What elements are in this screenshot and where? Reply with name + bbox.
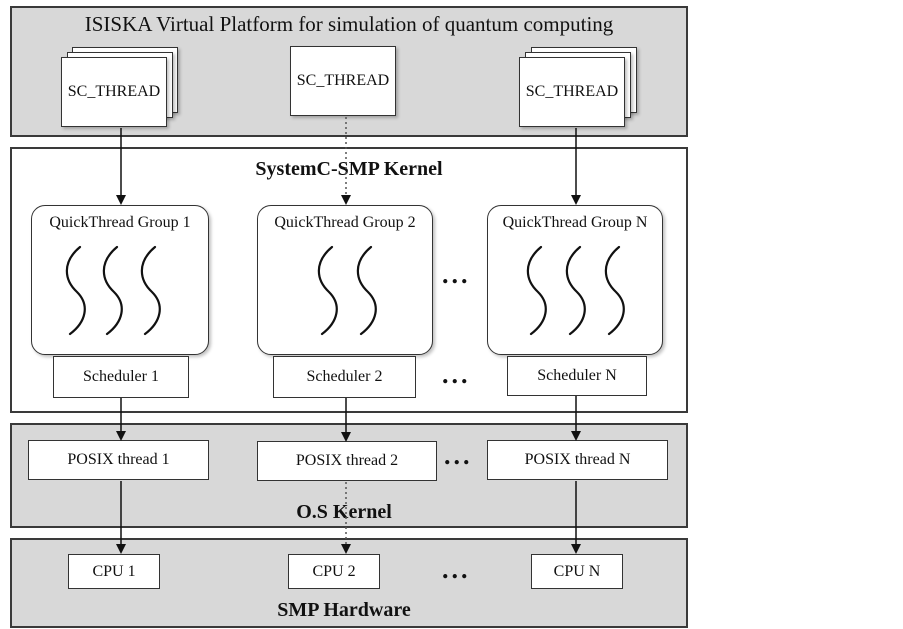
thread-wave-icons-group-n: [526, 245, 625, 336]
thread-wave-icons-group-1: [65, 245, 161, 336]
ellipsis-cpus: ...: [442, 555, 471, 584]
thread-wave-icons-group-2: [317, 245, 377, 336]
posix-thread-1: POSIX thread 1: [28, 440, 209, 480]
cpu-n: CPU N: [531, 554, 623, 589]
os-kernel-title: O.S Kernel: [296, 501, 392, 523]
smp-hardware-title: SMP Hardware: [277, 599, 411, 621]
sc-thread-box: SC_THREAD: [290, 46, 396, 116]
cpu-1: CPU 1: [68, 554, 160, 589]
ellipsis-schedulers: ...: [442, 360, 471, 389]
scheduler-n: Scheduler N: [507, 356, 647, 396]
quickthread-group-2: QuickThread Group 2: [257, 205, 433, 355]
quickthread-group-label: QuickThread Group N: [502, 214, 648, 231]
ellipsis-groups: ...: [442, 260, 471, 289]
quickthread-group-1: QuickThread Group 1: [31, 205, 209, 355]
virtual-platform-title: ISISKA Virtual Platform for simulation o…: [84, 12, 614, 36]
sc-thread-box: SC_THREAD: [61, 57, 167, 127]
sc-thread-box: SC_THREAD: [519, 57, 625, 127]
scheduler-1: Scheduler 1: [53, 356, 189, 398]
scheduler-2: Scheduler 2: [273, 356, 416, 398]
quickthread-group-label: QuickThread Group 1: [49, 214, 191, 231]
cpu-2: CPU 2: [288, 554, 380, 589]
ellipsis-posix: ...: [444, 441, 473, 470]
posix-thread-2: POSIX thread 2: [257, 441, 437, 481]
systemc-kernel-title: SystemC-SMP Kernel: [255, 158, 443, 180]
quickthread-group-label: QuickThread Group 2: [274, 214, 416, 231]
